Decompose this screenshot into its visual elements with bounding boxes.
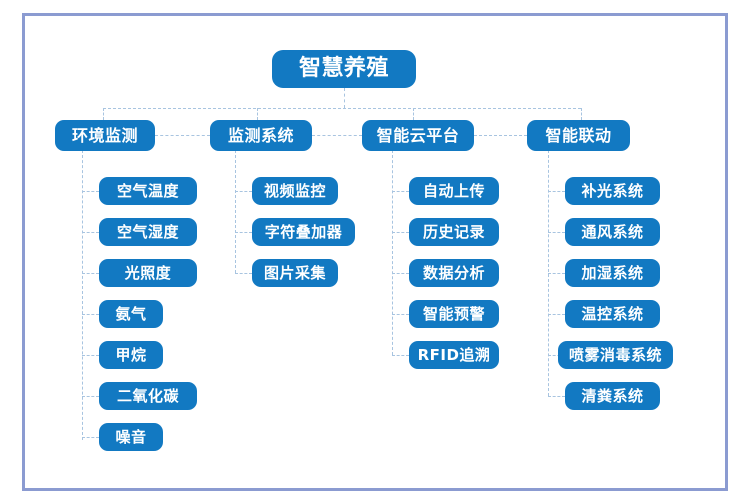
connector-bus-drop-2 — [257, 108, 258, 120]
node-leaf-4-1[interactable]: 补光系统 — [565, 177, 660, 205]
connector-trunk-branch-3 — [392, 150, 393, 355]
connector-trunk-branch-2 — [235, 150, 236, 273]
connector-trunk-branch-1 — [82, 150, 83, 440]
node-root[interactable]: 智慧养殖 — [272, 50, 416, 88]
node-leaf-2-1[interactable]: 视频监控 — [252, 177, 338, 205]
connector-stub-4-4 — [548, 314, 565, 315]
connector-stub-4-6 — [548, 396, 565, 397]
node-leaf-1-4[interactable]: 氨气 — [99, 300, 163, 328]
connector-stub-1-4 — [82, 314, 99, 315]
connector-sibling-2-3 — [312, 135, 362, 136]
connector-bus-drop-1 — [103, 108, 104, 120]
connector-stub-1-1 — [82, 191, 99, 192]
connector-stub-3-4 — [392, 314, 409, 315]
node-leaf-1-5[interactable]: 甲烷 — [99, 341, 163, 369]
node-branch-4[interactable]: 智能联动 — [527, 120, 630, 151]
node-leaf-4-6[interactable]: 清粪系统 — [565, 382, 660, 410]
node-leaf-1-1[interactable]: 空气温度 — [99, 177, 197, 205]
node-branch-2[interactable]: 监测系统 — [210, 120, 312, 151]
connector-stub-2-2 — [235, 232, 252, 233]
connector-stub-4-3 — [548, 273, 565, 274]
connector-stub-1-2 — [82, 232, 99, 233]
connector-stub-3-3 — [392, 273, 409, 274]
node-branch-3[interactable]: 智能云平台 — [362, 120, 474, 151]
node-leaf-3-4[interactable]: 智能预警 — [409, 300, 499, 328]
connector-stub-1-6 — [82, 396, 99, 397]
node-leaf-4-3[interactable]: 加湿系统 — [565, 259, 660, 287]
node-branch-1[interactable]: 环境监测 — [55, 120, 155, 151]
node-leaf-1-7[interactable]: 噪音 — [99, 423, 163, 451]
connector-stub-4-1 — [548, 191, 565, 192]
node-leaf-1-3[interactable]: 光照度 — [99, 259, 197, 287]
node-leaf-2-2[interactable]: 字符叠加器 — [252, 218, 355, 246]
node-leaf-1-6[interactable]: 二氧化碳 — [99, 382, 197, 410]
connector-stub-1-3 — [82, 273, 99, 274]
node-leaf-4-4[interactable]: 温控系统 — [565, 300, 660, 328]
connector-bus-drop-4 — [581, 108, 582, 120]
connector-stub-4-5 — [548, 355, 565, 356]
connector-stub-1-5 — [82, 355, 99, 356]
node-leaf-3-2[interactable]: 历史记录 — [409, 218, 499, 246]
node-leaf-3-1[interactable]: 自动上传 — [409, 177, 499, 205]
node-leaf-4-2[interactable]: 通风系统 — [565, 218, 660, 246]
node-leaf-3-5[interactable]: RFID追溯 — [409, 341, 499, 369]
connector-stub-2-1 — [235, 191, 252, 192]
connector-level2-bus — [103, 108, 581, 109]
connector-stub-1-7 — [82, 437, 99, 438]
connector-sibling-1-2 — [155, 135, 210, 136]
node-leaf-2-3[interactable]: 图片采集 — [252, 259, 338, 287]
connector-sibling-3-4 — [474, 135, 527, 136]
node-leaf-3-3[interactable]: 数据分析 — [409, 259, 499, 287]
connector-stub-3-5 — [392, 355, 409, 356]
connector-stub-3-1 — [392, 191, 409, 192]
connector-bus-drop-3 — [413, 108, 414, 120]
node-leaf-1-2[interactable]: 空气湿度 — [99, 218, 197, 246]
connector-stub-2-3 — [235, 273, 252, 274]
connector-stub-4-2 — [548, 232, 565, 233]
node-leaf-4-5[interactable]: 喷雾消毒系统 — [558, 341, 673, 369]
connector-root-stem — [344, 88, 345, 108]
connector-stub-3-2 — [392, 232, 409, 233]
